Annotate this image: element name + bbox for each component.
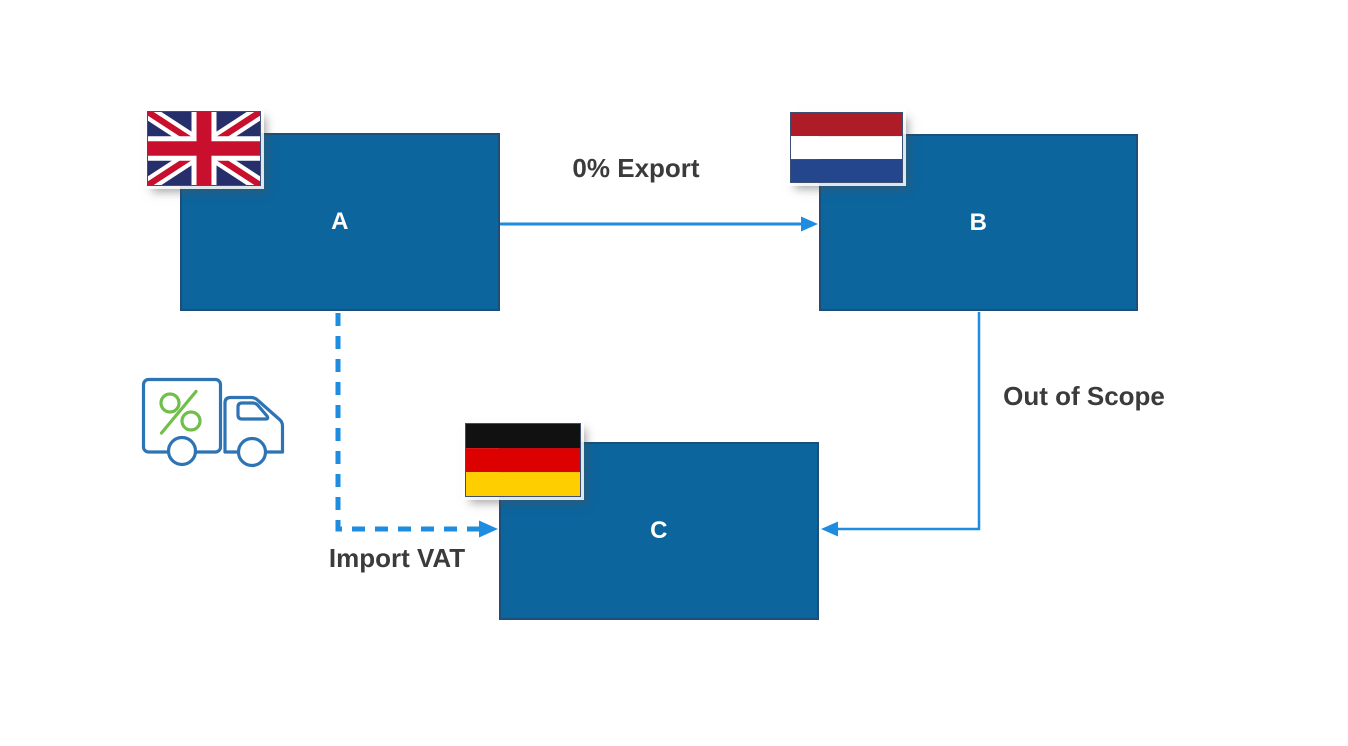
truck-wheel-rear bbox=[166, 435, 198, 467]
edge-label-out-of-scope: Out of Scope bbox=[1003, 381, 1165, 411]
arrow-b-to-c-line bbox=[837, 312, 981, 531]
arrow-a-to-b-head bbox=[801, 216, 818, 232]
uk-flag-icon bbox=[147, 111, 261, 186]
arrow-a-to-c-line bbox=[335, 313, 480, 532]
truck-window bbox=[236, 401, 270, 421]
node-c-label: C bbox=[650, 517, 668, 544]
truck-wheel-front bbox=[236, 436, 268, 468]
arrow-a-to-c-head bbox=[479, 520, 498, 538]
truck-cab bbox=[223, 395, 285, 454]
arrow-a-to-b bbox=[500, 216, 818, 232]
node-a-label: A bbox=[331, 208, 349, 235]
node-b-label: B bbox=[969, 208, 988, 236]
germany-flag-icon bbox=[465, 423, 581, 497]
netherlands-flag-icon bbox=[790, 112, 903, 183]
vat-percent-truck-icon bbox=[141, 377, 285, 468]
edge-label-import-vat: Import VAT bbox=[328, 543, 466, 573]
percent-icon bbox=[159, 389, 202, 435]
arrow-b-to-c-head bbox=[821, 521, 838, 537]
arrow-b-to-c bbox=[821, 312, 981, 537]
edge-label-zero-export: 0% Export bbox=[572, 153, 700, 183]
